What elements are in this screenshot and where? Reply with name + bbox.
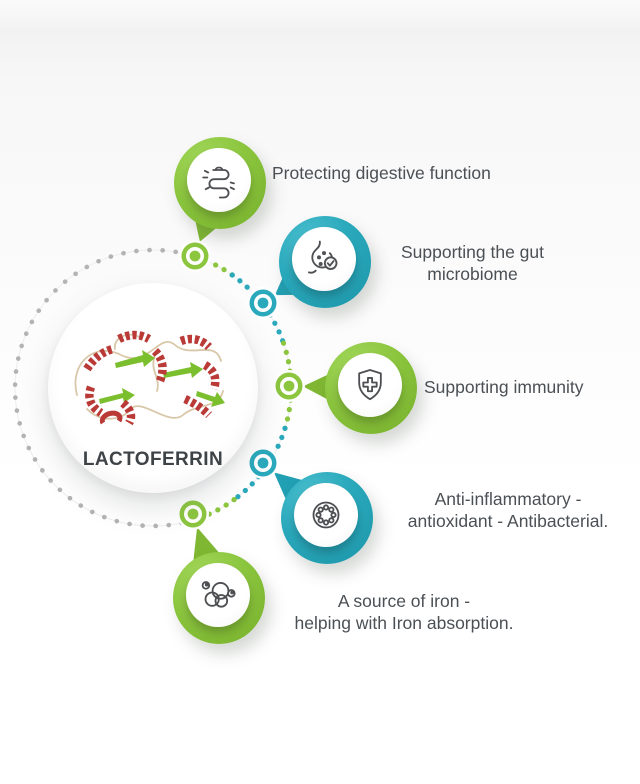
benefit-label-digestive: Protecting digestive function bbox=[272, 162, 557, 184]
benefit-bubble-gut-microbiome bbox=[279, 216, 371, 308]
benefit-label-line: Protecting digestive function bbox=[272, 163, 491, 183]
bubble-inner-circle bbox=[338, 353, 402, 417]
protein-structure-image bbox=[74, 330, 225, 426]
benefit-bubble-iron bbox=[173, 552, 265, 644]
node-marker-1 bbox=[179, 240, 211, 272]
benefit-label-line: Anti-inflammatory - bbox=[434, 489, 582, 509]
stomach-icon bbox=[308, 240, 338, 274]
node-marker-3 bbox=[273, 370, 305, 402]
benefit-bubble-antiinflammatory bbox=[281, 472, 373, 564]
benefit-label-line: Supporting immunity bbox=[424, 377, 584, 397]
intestine-icon bbox=[202, 166, 235, 199]
benefit-label-gut-microbiome: Supporting the gut microbiome bbox=[370, 241, 575, 285]
cell-icon bbox=[312, 501, 340, 529]
node-marker-5 bbox=[177, 498, 209, 530]
benefit-bubble-immunity bbox=[325, 342, 417, 434]
node-markers bbox=[177, 240, 305, 530]
shield-cross-icon bbox=[358, 369, 382, 401]
lactoferrin-label: LACTOFERRIN bbox=[82, 449, 224, 470]
bubble-inner-circle bbox=[186, 563, 250, 627]
central-circle: LACTOFERRIN bbox=[48, 283, 258, 493]
benefit-label-line: antioxidant - Antibacterial. bbox=[407, 511, 609, 531]
benefit-label-line: Supporting the gut bbox=[400, 242, 545, 262]
benefit-label-line: microbiome bbox=[427, 264, 518, 284]
benefit-label-line: helping with Iron absorption. bbox=[294, 613, 514, 633]
node-marker-2 bbox=[247, 287, 279, 319]
bubble-inner-circle bbox=[294, 483, 358, 547]
bubble-inner-circle bbox=[187, 148, 251, 212]
node-marker-4 bbox=[247, 447, 279, 479]
benefit-label-antiinflammatory: Anti-inflammatory - antioxidant - Antiba… bbox=[378, 488, 638, 532]
benefit-label-line: A source of iron - bbox=[337, 591, 471, 611]
benefit-label-iron: A source of iron - helping with Iron abs… bbox=[265, 590, 543, 634]
benefit-label-immunity: Supporting immunity bbox=[424, 376, 634, 398]
benefit-bubble-digestive bbox=[174, 137, 266, 229]
iron-molecules-icon bbox=[201, 581, 236, 608]
bubble-inner-circle bbox=[292, 227, 356, 291]
